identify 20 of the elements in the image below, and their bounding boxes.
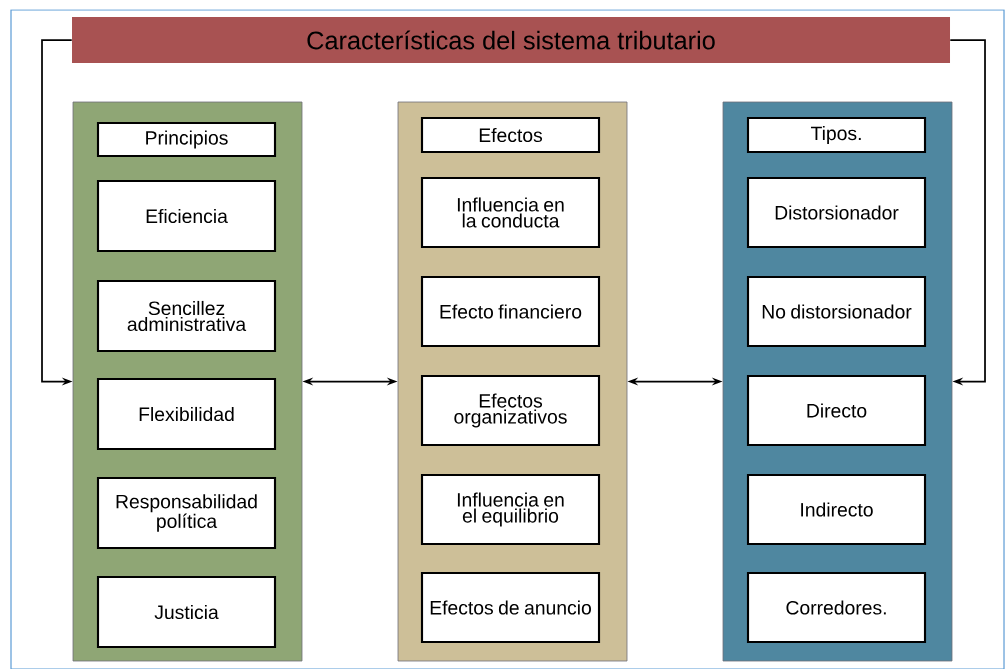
text-box: Principios (96, 121, 277, 158)
text-box: Tipos. (746, 116, 927, 154)
text-box: No distorsionador (746, 275, 927, 348)
text-box: Influencia en el equilibrio (420, 473, 601, 546)
text-box: Efectos de anuncio (420, 571, 601, 644)
text-box: Indirecto (746, 473, 927, 546)
arrow (949, 39, 986, 386)
text-box: Efecto financiero (420, 275, 601, 348)
text-box: Efectos organizativos (420, 374, 601, 447)
text-box: Influencia en la conducta (420, 176, 601, 249)
text-box: Corredores. (746, 571, 927, 644)
text-box: Distorsionador (746, 176, 927, 249)
text-box: Justicia (96, 575, 277, 649)
text-box: Responsabilidad política (96, 476, 277, 550)
title-bar: Características del sistema tributario (72, 17, 950, 63)
text-box: Sencillez administrativa (96, 279, 277, 353)
text-box: Flexibilidad (96, 377, 277, 451)
text-box: Eficiencia (96, 179, 277, 253)
text-box: Directo (746, 374, 927, 447)
text-box: Efectos (420, 116, 601, 154)
